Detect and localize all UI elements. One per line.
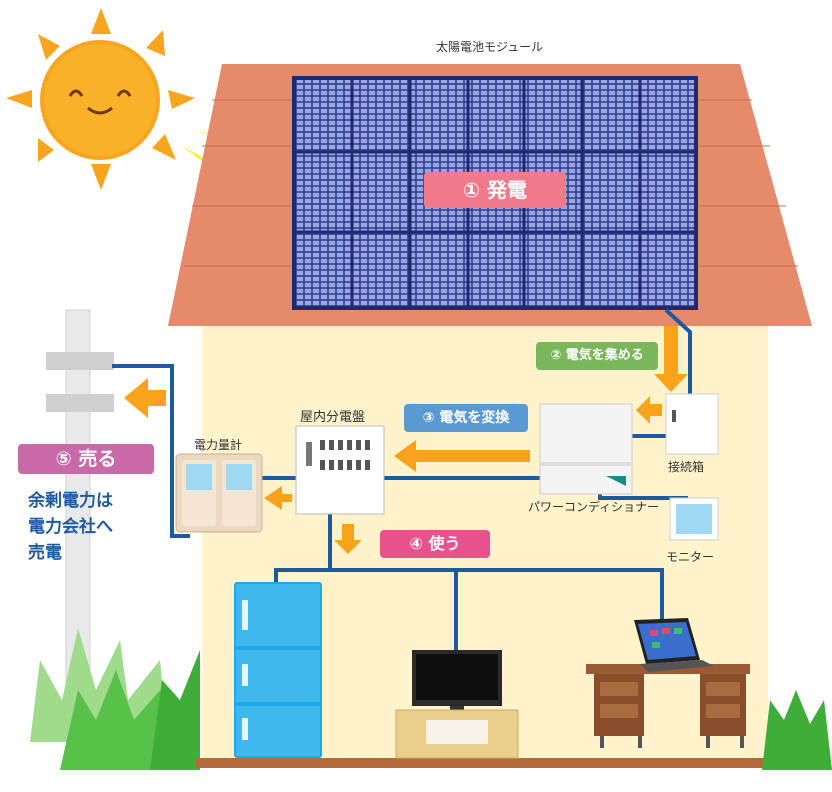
distribution-board bbox=[295, 425, 385, 515]
arrow-to-conditioner bbox=[636, 396, 662, 424]
power-meters bbox=[175, 453, 263, 533]
television bbox=[395, 650, 519, 759]
power-conditioner-label: パワーコンディショナー bbox=[528, 500, 660, 514]
step-generate-badge: ① 発電 bbox=[424, 172, 566, 208]
arrow-to-meter bbox=[264, 486, 292, 510]
sun-rays bbox=[6, 8, 195, 190]
junction-box bbox=[665, 393, 719, 455]
arrow-use bbox=[334, 524, 362, 554]
arrow-convert bbox=[394, 440, 530, 472]
surplus-line-2: 電力会社へ bbox=[28, 517, 113, 537]
surplus-line-1: 余剰電力は bbox=[28, 491, 113, 511]
sun-icon bbox=[40, 40, 160, 160]
junction-box-label: 接続箱 bbox=[668, 460, 705, 474]
step-sell-badge: ⑤ 売る bbox=[18, 444, 154, 474]
distribution-board-label: 屋内分電盤 bbox=[300, 410, 366, 425]
surplus-line-3: 売電 bbox=[28, 543, 62, 563]
solar-module-label: 太陽電池モジュール bbox=[436, 40, 544, 54]
refrigerator bbox=[234, 582, 322, 758]
right-bushes bbox=[762, 690, 832, 770]
step-collect-badge: ② 電気を集める bbox=[536, 342, 658, 370]
power-conditioner bbox=[539, 403, 633, 495]
monitor-device bbox=[669, 497, 719, 541]
meter-label: 電力量計 bbox=[194, 438, 243, 452]
desk-with-laptop bbox=[586, 618, 750, 748]
monitor-label: モニター bbox=[666, 550, 715, 564]
step-convert-badge: ③ 電気を変換 bbox=[404, 404, 528, 432]
house-floor bbox=[196, 758, 774, 768]
arrow-collect bbox=[654, 326, 688, 392]
left-bushes bbox=[30, 628, 200, 770]
wiring bbox=[112, 308, 692, 650]
step-use-badge: ④ 使う bbox=[380, 530, 490, 558]
flow-arrows bbox=[124, 326, 688, 554]
surplus-power-text: 余剰電力は 電力会社へ 売電 bbox=[28, 488, 113, 566]
arrow-sell bbox=[124, 378, 166, 418]
